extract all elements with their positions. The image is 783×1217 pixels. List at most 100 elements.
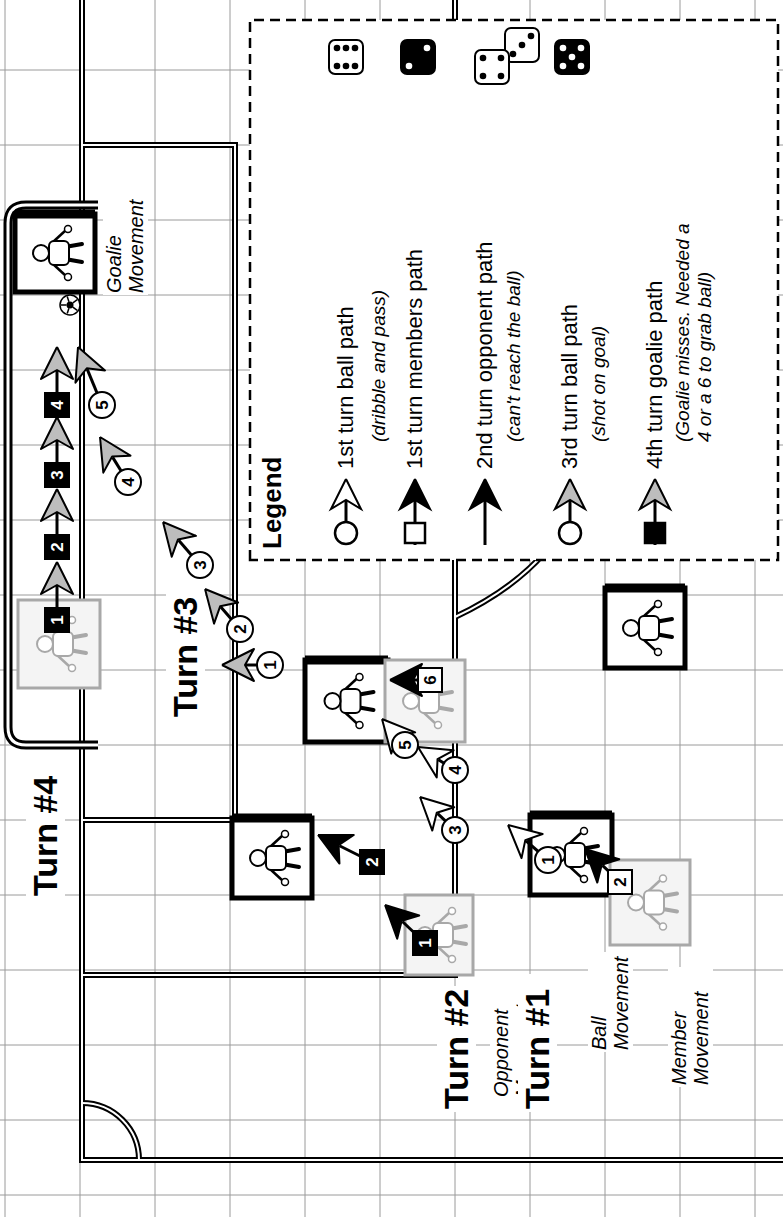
sample-square xyxy=(645,523,665,543)
arrow-head xyxy=(555,479,585,509)
arrow-head xyxy=(400,479,430,509)
legend-box xyxy=(250,20,778,560)
player-hand xyxy=(69,665,76,672)
player-hand xyxy=(282,831,289,838)
player-body xyxy=(49,241,69,265)
player-hand xyxy=(282,879,289,886)
arrow-head xyxy=(41,347,73,379)
die-pip xyxy=(352,45,359,52)
player-head xyxy=(33,245,49,261)
box-shadow-edge xyxy=(15,210,95,219)
player-hand xyxy=(65,226,72,233)
die-pip xyxy=(498,55,505,62)
box-shadow-edge xyxy=(530,811,612,820)
player-box xyxy=(15,214,95,292)
die-symbol xyxy=(329,40,363,74)
callout-number: 1 xyxy=(44,607,70,633)
die-pip xyxy=(406,63,413,70)
legend-note: (dribble and pass) xyxy=(368,142,390,442)
callout-number: 3 xyxy=(186,551,214,579)
player-head xyxy=(623,620,639,636)
die-symbol xyxy=(475,50,509,84)
arrow-tail xyxy=(484,501,487,545)
die-pip xyxy=(560,45,567,52)
callout-number: 4 xyxy=(44,392,70,418)
grid-line xyxy=(230,0,231,1217)
ball-seam xyxy=(73,300,77,303)
sample-square xyxy=(405,523,425,543)
legend-sample xyxy=(470,479,500,545)
die-pip xyxy=(343,63,350,70)
die-pip xyxy=(569,54,576,61)
callout-number: 4 xyxy=(441,756,469,784)
grid-line xyxy=(0,895,783,896)
player-hand xyxy=(356,722,363,729)
die-face xyxy=(329,40,363,74)
player-head xyxy=(250,850,266,866)
die-symbol xyxy=(555,40,589,74)
arrow-head xyxy=(41,562,73,594)
player-symbol xyxy=(305,660,388,742)
ball-outline xyxy=(60,295,80,315)
player-body xyxy=(266,846,286,870)
die-face xyxy=(505,28,539,62)
legend-entry: 3rd turn ball path xyxy=(557,304,582,469)
legend-note: (can't reach the ball) xyxy=(503,142,525,442)
die-pip xyxy=(334,63,341,70)
die-symbol xyxy=(401,40,435,74)
player-box xyxy=(232,818,312,898)
player-hand xyxy=(660,923,667,930)
field-line xyxy=(82,0,783,1160)
player-hand xyxy=(581,876,588,883)
die-face xyxy=(475,50,509,84)
player-symbol xyxy=(232,818,312,898)
die-pip xyxy=(424,45,431,52)
die-pip xyxy=(510,51,517,58)
grid-line xyxy=(0,1120,783,1121)
legend-note: (Goalie misses. Needed a 4 or a 6 to gra… xyxy=(672,214,716,442)
player-body xyxy=(341,689,361,713)
box-shadow-edge xyxy=(232,814,312,823)
legend-heading: Legend xyxy=(258,457,288,549)
legend-sample xyxy=(555,479,585,545)
die-pip xyxy=(498,73,505,80)
ball-seam xyxy=(67,308,69,313)
arrow-head xyxy=(163,522,196,557)
turn-heading: Turn #3 xyxy=(166,594,205,720)
callout-number: 1 xyxy=(412,930,438,956)
ball-seam xyxy=(61,304,66,306)
player-hand xyxy=(435,722,442,729)
ball-patch xyxy=(67,302,74,309)
player-body xyxy=(565,843,585,867)
player-head xyxy=(325,693,341,709)
player-hand xyxy=(655,649,662,656)
grid-line xyxy=(0,1045,783,1046)
player-head xyxy=(403,693,419,709)
callout-number: 5 xyxy=(391,731,419,759)
legend-note: (shot on goal) xyxy=(588,142,610,442)
arrow-head xyxy=(41,489,73,521)
arrow-head xyxy=(331,479,361,509)
arrow-head xyxy=(222,649,254,681)
arrow-head xyxy=(640,479,670,509)
player-head xyxy=(628,895,644,911)
player-hand xyxy=(449,956,456,963)
box-shadow-edge xyxy=(605,584,685,593)
player-hand xyxy=(655,601,662,608)
die-pip xyxy=(560,63,567,70)
field-line-core xyxy=(82,145,235,820)
player-box xyxy=(18,600,100,688)
player-symbol xyxy=(605,588,685,668)
field-line-core xyxy=(82,1103,139,1160)
die-face xyxy=(401,40,435,74)
movement-caption: Goalie Movement xyxy=(103,175,148,295)
arrow-head xyxy=(318,835,354,864)
callout-number: 5 xyxy=(88,391,116,419)
player-symbol xyxy=(18,600,100,688)
legend-entry: 1st turn ball path xyxy=(333,306,358,469)
turn-heading: Turn #4 xyxy=(26,773,65,899)
callout-number: 1 xyxy=(256,651,284,679)
legend-entry: 1st turn members path xyxy=(402,249,427,469)
